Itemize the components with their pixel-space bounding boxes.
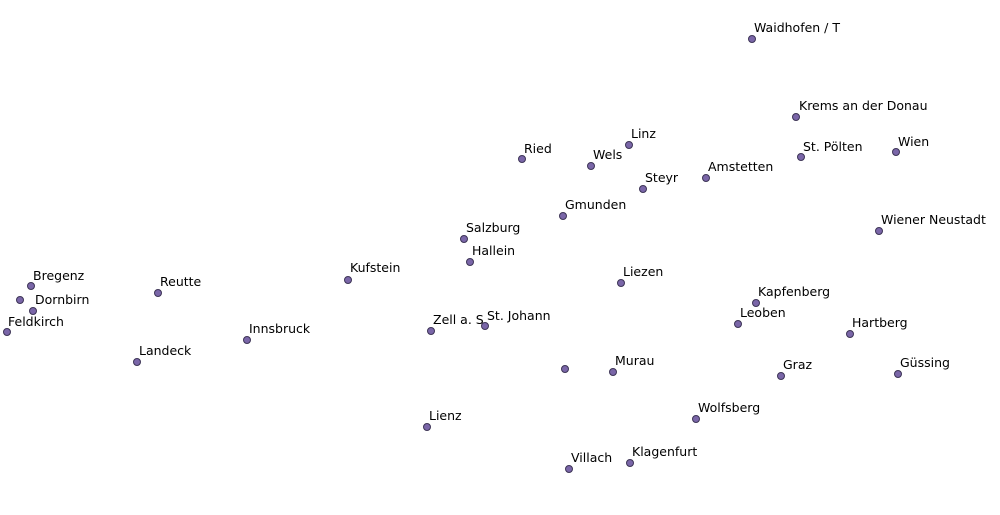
place-marker-kufstein[interactable] xyxy=(344,276,352,284)
place-label-krems-an-der-donau: Krems an der Donau xyxy=(799,98,928,113)
place-marker-innsbruck[interactable] xyxy=(243,336,251,344)
place-marker-steyr[interactable] xyxy=(639,185,647,193)
place-label-leoben: Leoben xyxy=(740,305,786,320)
place-marker-leoben[interactable] xyxy=(734,320,742,328)
place-marker-villach[interactable] xyxy=(565,465,573,473)
place-marker-unlabeled[interactable] xyxy=(16,296,24,304)
place-marker-st-johann[interactable] xyxy=(481,322,489,330)
place-label-zell-a-s: Zell a. S. xyxy=(433,312,488,327)
place-marker-krems-an-der-donau[interactable] xyxy=(792,113,800,121)
place-label-landeck: Landeck xyxy=(139,343,192,358)
place-marker-g-ssing[interactable] xyxy=(894,370,902,378)
place-label-wolfsberg: Wolfsberg xyxy=(698,400,761,415)
place-label-linz: Linz xyxy=(631,126,656,141)
place-marker-lienz[interactable] xyxy=(423,423,431,431)
place-marker-feldkirch[interactable] xyxy=(3,328,11,336)
place-label-wiener-neustadt: Wiener Neustadt xyxy=(881,212,986,227)
place-label-kufstein: Kufstein xyxy=(350,260,401,275)
place-marker-amstetten[interactable] xyxy=(702,174,710,182)
place-marker-wien[interactable] xyxy=(892,148,900,156)
place-label-ried: Ried xyxy=(524,141,552,156)
place-label-liezen: Liezen xyxy=(623,264,664,279)
place-label-wien: Wien xyxy=(898,134,930,149)
place-label-gmunden: Gmunden xyxy=(565,197,627,212)
place-marker-graz[interactable] xyxy=(777,372,785,380)
place-label-st-p-lten: St. Pölten xyxy=(803,139,863,154)
place-label-graz: Graz xyxy=(783,357,813,372)
place-label-st-johann: St. Johann xyxy=(487,308,551,323)
place-marker-st-p-lten[interactable] xyxy=(797,153,805,161)
place-marker-murau[interactable] xyxy=(609,368,617,376)
place-marker-klagenfurt[interactable] xyxy=(626,459,634,467)
place-marker-kapfenberg[interactable] xyxy=(752,299,760,307)
place-label-bregenz: Bregenz xyxy=(33,268,85,283)
place-marker-zell-a-s[interactable] xyxy=(427,327,435,335)
place-label-innsbruck: Innsbruck xyxy=(249,321,311,336)
place-label-steyr: Steyr xyxy=(645,170,679,185)
place-marker-landeck[interactable] xyxy=(133,358,141,366)
place-label-hallein: Hallein xyxy=(472,243,516,258)
place-label-g-ssing: Güssing xyxy=(900,355,950,370)
place-marker-liezen[interactable] xyxy=(617,279,625,287)
place-label-lienz: Lienz xyxy=(429,408,462,423)
place-label-hartberg: Hartberg xyxy=(852,315,908,330)
place-marker-waidhofen-t[interactable] xyxy=(748,35,756,43)
place-marker-hartberg[interactable] xyxy=(846,330,854,338)
place-label-salzburg: Salzburg xyxy=(466,220,521,235)
place-label-murau: Murau xyxy=(615,353,655,368)
place-marker-ried[interactable] xyxy=(518,155,526,163)
place-marker-unlabeled[interactable] xyxy=(561,365,569,373)
place-label-kapfenberg: Kapfenberg xyxy=(758,284,831,299)
place-label-waidhofen-t: Waidhofen / T xyxy=(754,20,841,35)
place-marker-bregenz[interactable] xyxy=(27,282,35,290)
place-label-feldkirch: Feldkirch xyxy=(8,314,64,329)
place-marker-wels[interactable] xyxy=(587,162,595,170)
place-label-klagenfurt: Klagenfurt xyxy=(632,444,698,459)
place-marker-wiener-neustadt[interactable] xyxy=(875,227,883,235)
place-label-amstetten: Amstetten xyxy=(708,159,774,174)
place-label-dornbirn: Dornbirn xyxy=(35,292,90,307)
place-marker-linz[interactable] xyxy=(625,141,633,149)
place-marker-reutte[interactable] xyxy=(154,289,162,297)
place-marker-gmunden[interactable] xyxy=(559,212,567,220)
place-marker-salzburg[interactable] xyxy=(460,235,468,243)
place-marker-dornbirn[interactable] xyxy=(29,307,37,315)
place-label-wels: Wels xyxy=(593,147,623,162)
place-label-villach: Villach xyxy=(571,450,613,465)
place-label-reutte: Reutte xyxy=(160,274,202,289)
place-marker-hallein[interactable] xyxy=(466,258,474,266)
place-marker-wolfsberg[interactable] xyxy=(692,415,700,423)
